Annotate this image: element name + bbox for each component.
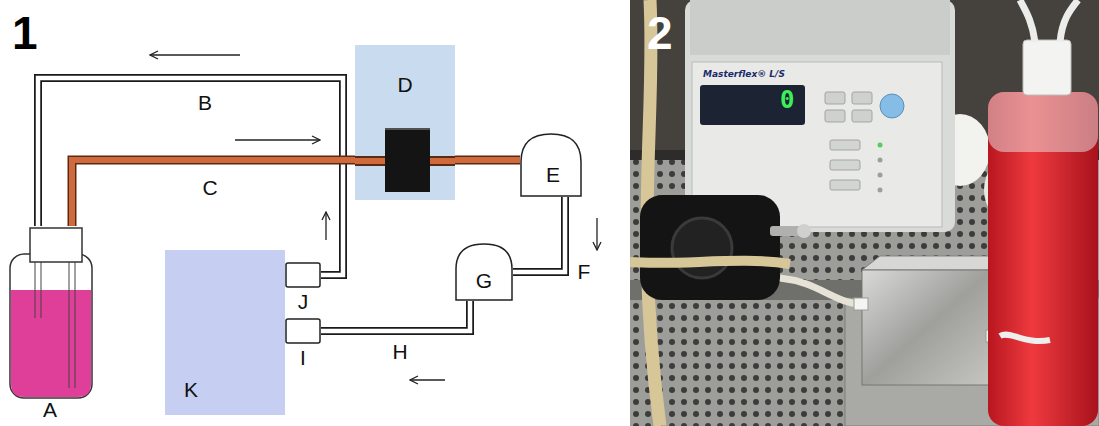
tube-connector [455,160,520,161]
node-letter: I [300,346,306,369]
pump-button [830,160,860,170]
pump-button [852,110,872,122]
node-letter: E [546,163,560,186]
chamber-dome: G [455,243,513,301]
tube-lumen [72,160,355,226]
pump-knob [797,224,811,238]
pump-button [852,92,872,104]
tube-label: H [391,340,408,363]
panel-number: 1 [12,8,38,59]
tube-connector [321,301,470,331]
pump-box: D [355,45,455,200]
bottle-shape [8,226,94,422]
dome-outline [456,244,512,300]
steel-box [862,270,992,385]
incubator-box: K [165,250,285,415]
port-connector: J [285,262,321,314]
bottle-cap [1023,40,1071,95]
dip-tube [35,262,36,318]
flow-arrow [235,139,320,140]
culture-medium [11,290,91,397]
tubing [630,261,790,264]
tube-wall [72,160,355,226]
tube-fitting [854,298,868,310]
bottle-glass [988,92,1098,152]
tube-connector [38,78,343,275]
dip-tube [69,262,70,388]
pump-led [878,158,883,163]
tube-connector [513,197,565,272]
tube-label: B [197,91,213,114]
pump-head [640,195,780,300]
pump-button [830,140,860,150]
flow-arrow [150,54,240,55]
pump-head [385,128,430,192]
bottle-body [10,254,92,398]
pump-rotor [672,218,732,278]
device-text: Masterflex® L/S [703,70,785,80]
tube-wall [513,197,565,272]
tube-wall [321,301,470,331]
flow-arrow [596,218,597,250]
clear-tubing [1060,0,1078,42]
port-connector: I [285,318,321,370]
device-text: 0 [780,87,794,113]
chamber-dome: E [520,133,582,197]
port-outline [286,263,320,287]
dip-tube [41,262,42,318]
steel-box-top [862,256,1002,270]
tube-label: F [577,260,592,283]
incubator-interior [630,0,1099,426]
pump-shape [355,45,455,200]
pump-led [878,188,883,193]
pump-lid [690,0,950,55]
flow-arrow [325,212,326,240]
tube-lumen [455,157,520,163]
tube-connector [72,160,355,226]
pump-display [700,85,805,125]
tube-lumen [513,197,565,272]
flow-arrow [410,379,445,380]
tube-wall [455,156,520,165]
pump-button [825,110,845,122]
pump-button [825,92,845,104]
pump-led [878,173,883,178]
clear-tubing [1020,0,1035,42]
perforated-shelf [630,300,860,426]
node-letter: D [397,73,412,96]
bottle-cap [30,228,82,262]
tube-wall [38,78,343,275]
medium-bottle: A [8,226,94,422]
tube-lumen [38,78,343,275]
node-letter: G [476,269,492,292]
pump-head-edge [385,128,430,130]
pump-button [830,180,860,190]
node-letter: J [298,290,309,313]
panel-number: 2 [647,8,673,59]
medium-bottle [988,92,1098,426]
dip-tube [75,262,76,388]
pump-led [878,143,883,148]
lab-photo [630,0,1099,426]
tube-lumen [321,301,470,331]
clear-tubing [1000,335,1050,341]
node-letter: K [184,378,198,401]
pump-button [880,94,904,118]
port-outline [286,319,320,343]
dome-outline [521,134,581,196]
tube-label: C [201,176,218,199]
node-letter: A [43,398,57,421]
